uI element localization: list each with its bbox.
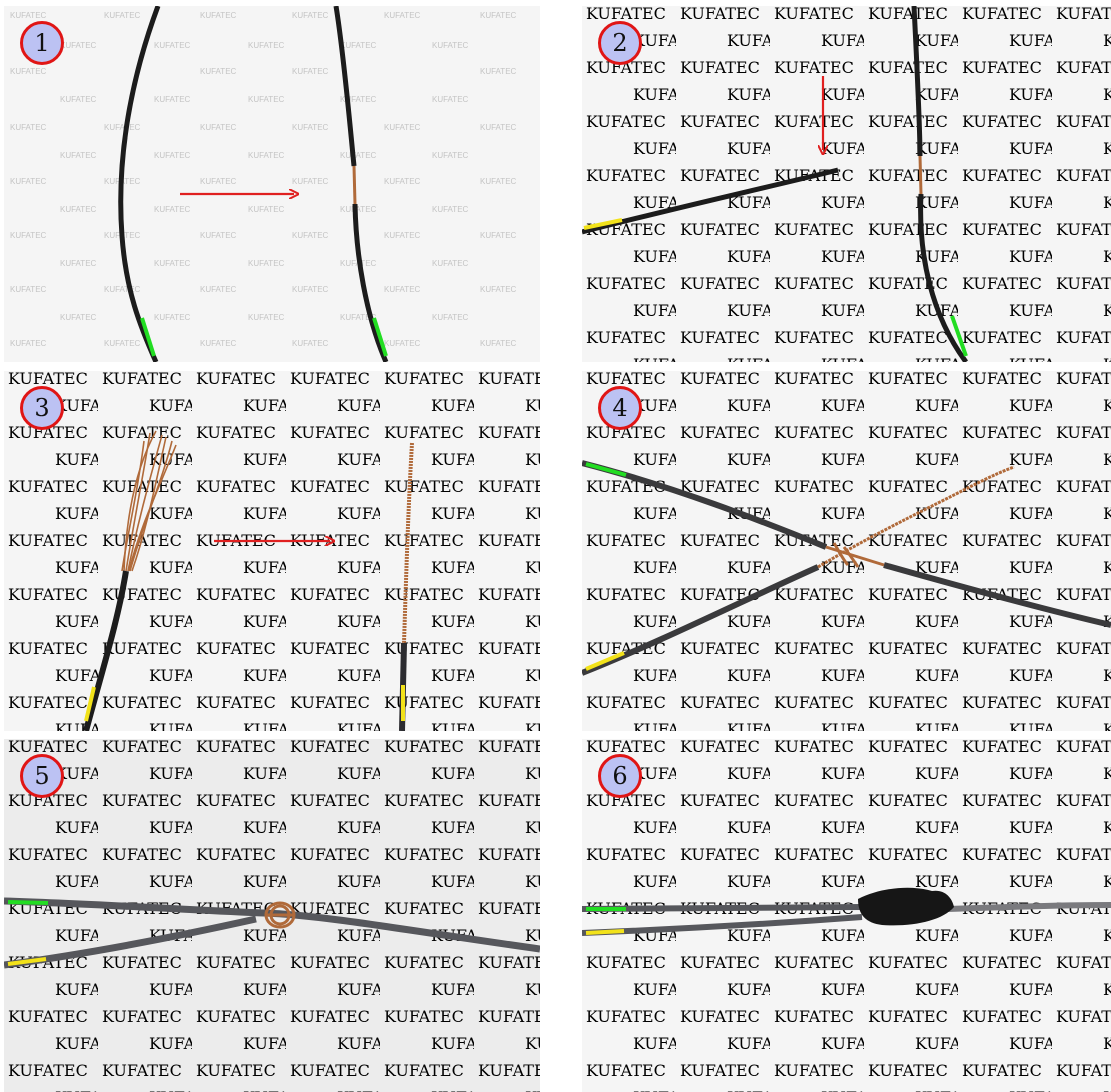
step-6-panel: 6 xyxy=(582,739,1111,1092)
green-cable xyxy=(582,463,826,547)
black-cable xyxy=(121,6,158,362)
stripped-cable xyxy=(336,6,354,166)
tape-wrap xyxy=(858,888,954,926)
yellow-marker xyxy=(586,931,624,933)
grey-cable-right xyxy=(948,905,1111,909)
yellow-cable xyxy=(582,917,862,933)
step-number-badge: 2 xyxy=(598,21,642,65)
step-5-panel: 5 xyxy=(4,739,540,1092)
stripped-cable xyxy=(914,6,920,156)
black-cable xyxy=(86,571,126,731)
step-4-panel: 4 xyxy=(582,371,1111,731)
green-cable-right xyxy=(884,565,1111,625)
step-number-badge: 4 xyxy=(598,386,642,430)
frayed-copper xyxy=(122,431,176,571)
black-cable xyxy=(582,170,838,232)
twisted-copper xyxy=(404,443,412,643)
step-4-scene xyxy=(582,371,1111,731)
exposed-copper xyxy=(354,166,355,204)
step-number-badge: 1 xyxy=(20,21,64,65)
step-3-scene xyxy=(4,371,540,731)
step-number-badge: 3 xyxy=(20,386,64,430)
step-number-badge: 5 xyxy=(20,754,64,798)
step-5-scene xyxy=(4,739,540,1092)
step-6-scene xyxy=(582,739,1111,1092)
copper-joint xyxy=(266,903,294,927)
step-2-scene xyxy=(582,6,1111,362)
green-marker xyxy=(586,464,626,475)
green-marker xyxy=(8,902,48,903)
step-2-panel: 2 xyxy=(582,6,1111,362)
exposed-copper xyxy=(920,156,921,194)
step-3-panel: 3 xyxy=(4,371,540,731)
step-number-badge: 6 xyxy=(598,754,642,798)
step-1-scene xyxy=(4,6,540,362)
